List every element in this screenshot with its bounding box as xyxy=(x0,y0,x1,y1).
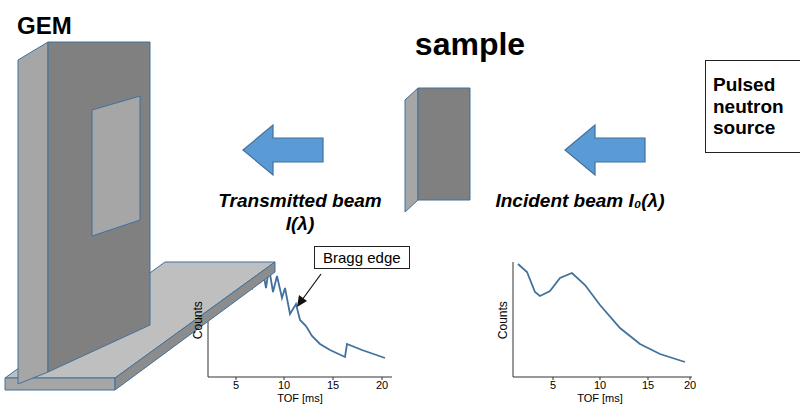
beam-arrow xyxy=(243,125,323,175)
tick-label: 20 xyxy=(376,379,388,392)
node-text: Bragg edge xyxy=(315,247,409,268)
node-text: Pulsed neutron source xyxy=(706,74,800,140)
tick-label: 10 xyxy=(594,379,606,392)
gem-detector: GEM xyxy=(5,8,240,398)
tick-label: 15 xyxy=(642,379,654,392)
callout-box: Bragg edge xyxy=(314,246,410,269)
tick-label: 20 xyxy=(684,379,696,392)
axis-title: Counts xyxy=(496,301,510,339)
bragg-leader xyxy=(297,274,321,307)
tick-label: 15 xyxy=(327,379,339,392)
beam-label: Incident beam I₀(λ) xyxy=(495,190,665,213)
sample-block: sample xyxy=(395,26,545,216)
tick-label: 5 xyxy=(233,379,239,392)
tick-label: 10 xyxy=(278,379,290,392)
axis-title: TOF [ms] xyxy=(277,392,323,405)
node-text: sample xyxy=(395,26,545,63)
node-text: GEM xyxy=(17,12,72,40)
incident-chart xyxy=(513,262,692,380)
transmitted-chart xyxy=(208,262,392,380)
beam-arrow xyxy=(565,125,645,175)
source-box: Pulsed neutron source xyxy=(705,60,800,153)
tick-label: 5 xyxy=(550,379,556,392)
axis-title: Counts xyxy=(191,301,205,339)
beam-label: Transmitted beam I(λ) xyxy=(205,190,395,236)
axis-title: TOF [ms] xyxy=(577,392,623,405)
